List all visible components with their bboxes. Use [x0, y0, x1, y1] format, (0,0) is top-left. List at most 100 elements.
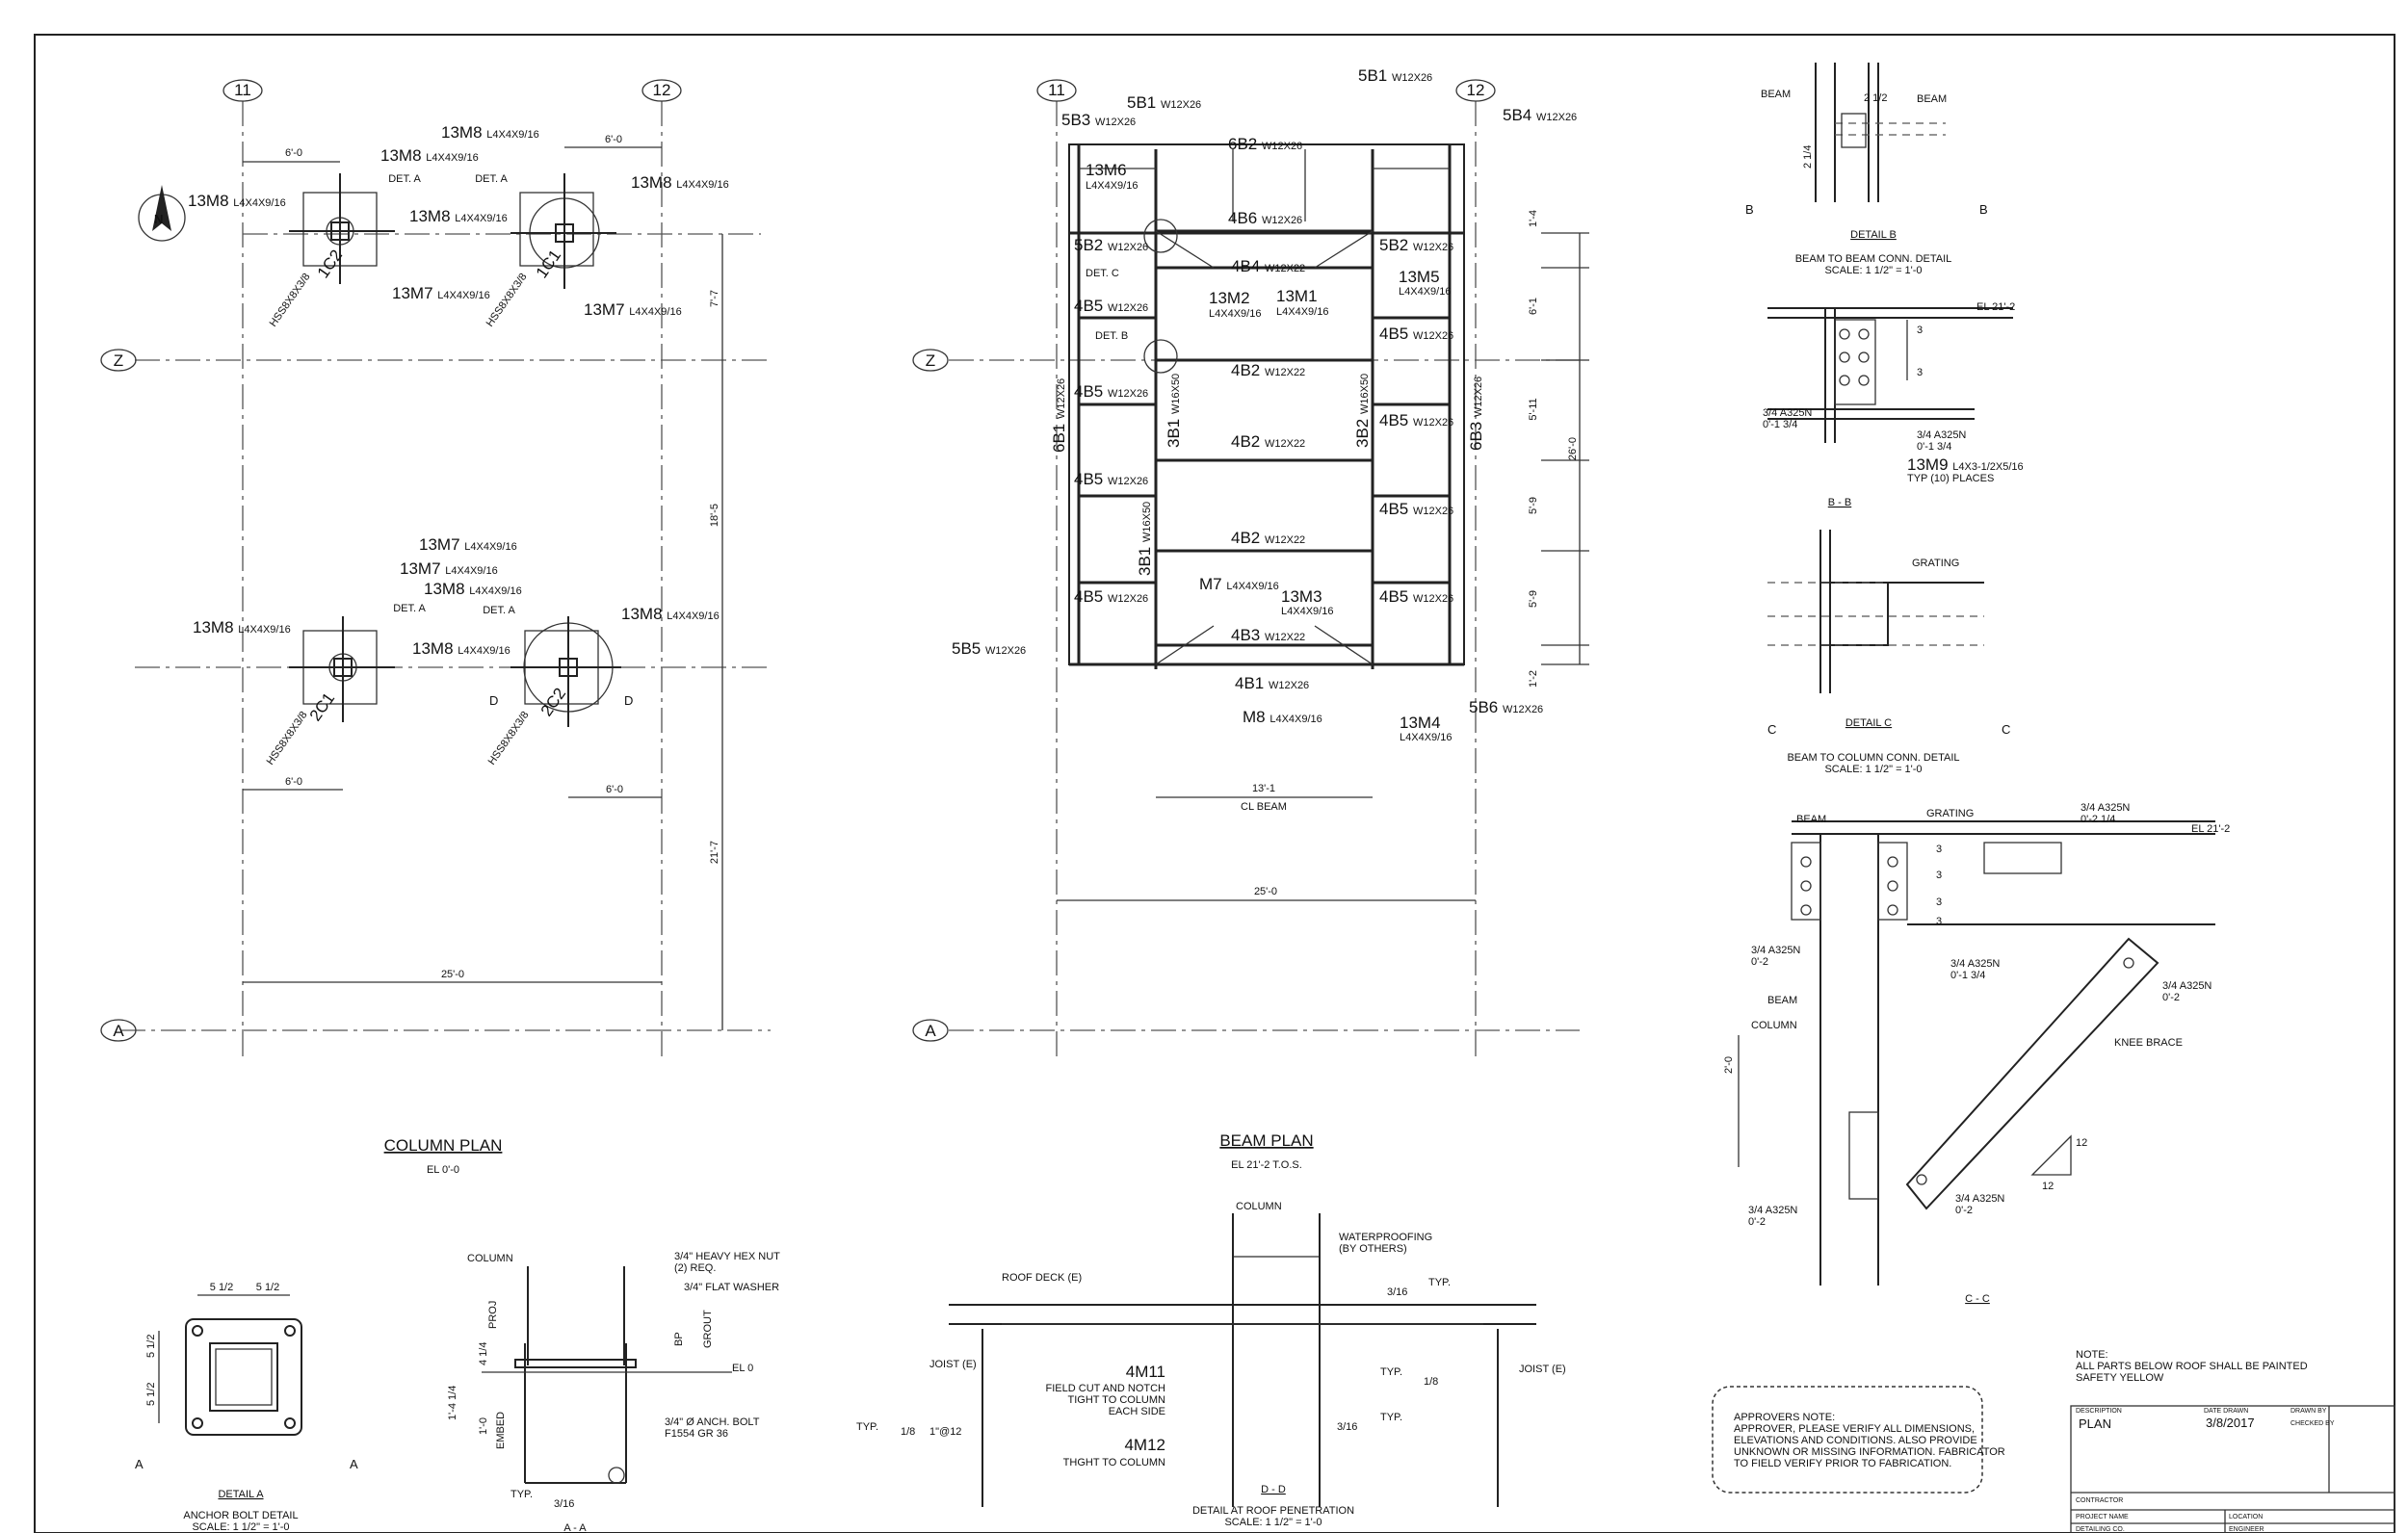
bolt-label: 3/4 A325N	[1955, 1193, 2004, 1205]
title-block: DESCRIPTION PLAN DATE DRAWN 3/8/2017 DRA…	[2070, 1405, 2395, 1533]
member-label: 5B6 W12X26	[1469, 698, 1543, 716]
member-label: 13M8 L4X4X9/16	[188, 192, 286, 210]
section-dd-desc: DETAIL AT ROOF PENETRATION	[1192, 1505, 1354, 1517]
member-label: 4B5 W12X26	[1379, 587, 1453, 606]
bolt-label: 3/4 A325N	[2081, 802, 2130, 814]
approvers-line: APPROVER, PLEASE VERIFY ALL DIMENSIONS,	[1734, 1423, 1975, 1435]
member-label: 4B2 W12X22	[1231, 529, 1305, 547]
member-label: 13M7 L4X4X9/16	[419, 535, 517, 554]
member-note: EACH SIDE	[1109, 1406, 1165, 1417]
title-block-field: DETAILING CO.	[2076, 1526, 2125, 1533]
joist-label: JOIST (E)	[929, 1359, 977, 1370]
member-label: 13M1	[1276, 287, 1318, 305]
column-label: 2C1	[306, 689, 338, 724]
member-label-vertical: 3B2 W16X50	[1353, 374, 1372, 448]
det-c-tag: DET. C	[1086, 268, 1119, 279]
dim: 5 1/2	[145, 1383, 157, 1406]
detail-a-scale: SCALE: 1 1/2" = 1'-0	[192, 1521, 289, 1533]
section-aa: COLUMN 3/4" HEAVY HEX NUT (2) REQ. 3/4" …	[447, 1251, 780, 1533]
slope-label: 12	[2076, 1137, 2087, 1149]
member-label-vertical: 6B3 W12X26	[1467, 377, 1485, 451]
dim: 21'-7	[709, 841, 720, 864]
det-a-tag: DET. A	[388, 173, 421, 185]
hss-label: HSS8X8X3/8	[484, 272, 530, 329]
bolt-label: 3/4 A325N	[1763, 407, 1812, 419]
beam-label: BEAM	[1761, 89, 1791, 100]
approvers-line: ELEVATIONS AND CONDITIONS. ALSO PROVIDE	[1734, 1435, 1977, 1446]
member-label: 13M5	[1399, 268, 1440, 286]
beam-plan-title: BEAM PLAN	[1219, 1131, 1313, 1150]
grid-bubble-a: A	[113, 1022, 124, 1040]
typ-label: TYP.	[856, 1421, 878, 1433]
member-label: 4B5 W12X26	[1379, 411, 1453, 429]
member-label: 13M4	[1400, 714, 1441, 732]
dim: 25'-0	[441, 969, 464, 980]
dim: 26'-0	[1567, 437, 1579, 460]
svg-text:N: N	[154, 212, 163, 226]
dim: 3	[1936, 844, 1942, 855]
beam-label: BEAM	[1767, 995, 1797, 1006]
bolt-dim: 0'-2	[1955, 1205, 1973, 1216]
member-note: FIELD CUT AND NOTCH	[1046, 1383, 1166, 1394]
member-label: 4B5 W12X26	[1074, 382, 1148, 401]
bolt-dim: 0'-1 3/4	[1763, 419, 1797, 430]
beam-label: BEAM	[1796, 814, 1826, 825]
beam-label: BEAM	[1917, 93, 1947, 105]
column-1c2: 1C2 HSS8X8X3/8	[268, 173, 395, 329]
column-label: COLUMN	[1236, 1201, 1282, 1212]
member-label: 5B2 W12X26	[1074, 236, 1148, 254]
dim: 3	[1917, 367, 1923, 378]
grating-label: GRATING	[1912, 558, 1959, 569]
dim: 7'-7	[709, 290, 720, 307]
grid-bubble-z: Z	[114, 351, 123, 370]
grating-label: GRATING	[1926, 808, 1974, 819]
dim: 5'-11	[1528, 398, 1539, 420]
column-label: 1C1	[533, 247, 564, 281]
member-label: 13M7 L4X4X9/16	[400, 559, 498, 578]
approvers-line: TO FIELD VERIFY PRIOR TO FABRICATION.	[1734, 1458, 1951, 1469]
embed-label: EMBED	[495, 1412, 507, 1449]
member-label: 13M8 L4X4X9/16	[193, 618, 291, 637]
sheet-border	[34, 34, 2395, 1533]
dim: 18'-5	[709, 504, 720, 527]
bolt-label: 3/4 A325N	[2162, 980, 2212, 992]
column-plan: 11 12 Z A N 1C2 HSS8X8X3/8 1	[100, 79, 771, 1176]
member-label: 4B5 W12X26	[1074, 470, 1148, 488]
member-size: L4X4X9/16	[1209, 308, 1261, 320]
member-label-vertical: 6B1 W12X26	[1050, 378, 1068, 453]
member-label: 13M8 L4X4X9/16	[424, 580, 522, 598]
member-label: 6B2 W12X26	[1228, 135, 1302, 153]
typ-label: TYP.	[1380, 1366, 1402, 1378]
roof-deck-label: ROOF DECK (E)	[1002, 1272, 1082, 1284]
section-mark-d: D	[624, 693, 633, 708]
title-block-field: CHECKED BY	[2290, 1420, 2335, 1427]
clip-note: TYP (10) PLACES	[1907, 473, 1994, 484]
dim: 4 1/4	[478, 1342, 489, 1365]
dim: 6'-0	[285, 776, 302, 788]
member-label: 13M7 L4X4X9/16	[584, 300, 682, 319]
knee-brace-label: KNEE BRACE	[2114, 1037, 2183, 1049]
detail-b: BEAM BEAM 2 1/2 2 1/4 B B DETAIL B BEAM …	[1745, 63, 1988, 276]
member-size: L4X4X9/16	[1086, 180, 1138, 192]
bolt-label: 3/4 A325N	[1751, 945, 1800, 956]
title-block-field: DESCRIPTION	[2076, 1408, 2122, 1415]
member-label: 4B5 W12X26	[1379, 325, 1453, 343]
section-dd: COLUMN WATERPROOFING (BY OTHERS) ROOF DE…	[856, 1201, 1566, 1528]
elevation-label: EL 21'-2	[2191, 823, 2230, 835]
member-label: 4B5 W12X26	[1074, 587, 1148, 606]
grid-bubble-z: Z	[926, 351, 935, 370]
member-label: 4B2 W12X22	[1231, 361, 1305, 379]
bolt-label: 3/4 A325N	[1917, 429, 1966, 441]
weld-label: 3/16	[1387, 1286, 1407, 1298]
member-label: 5B3 W12X26	[1061, 111, 1136, 129]
member-label: 13M8 L4X4X9/16	[631, 173, 729, 192]
stitch-label: 1"@12	[929, 1426, 961, 1438]
member-label: M7 L4X4X9/16	[1199, 575, 1279, 593]
det-a-tag: DET. A	[483, 605, 515, 616]
dim: 1'-4	[1528, 210, 1539, 227]
detail-a-title: DETAIL A	[218, 1489, 264, 1500]
column-label: 1C2	[314, 247, 346, 281]
dim: 5'-9	[1528, 590, 1539, 608]
member-label: M8 L4X4X9/16	[1243, 708, 1322, 726]
elevation-label: EL 0	[732, 1363, 753, 1374]
